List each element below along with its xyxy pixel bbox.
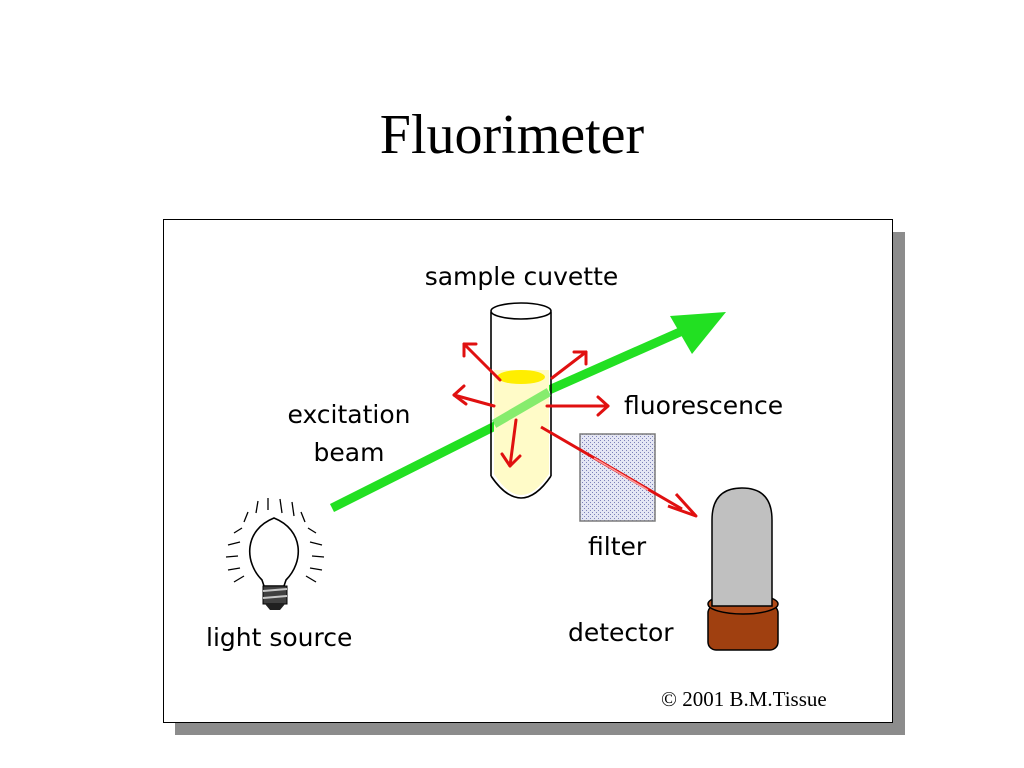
fluorescence-beam — [540, 425, 698, 518]
diagram-panel: sample cuvette excitation beam fluoresce… — [163, 219, 893, 723]
detector-label: detector — [568, 618, 674, 647]
fluorescence-arrows — [452, 342, 610, 468]
detector-icon — [707, 487, 779, 651]
light-source-label: light source — [206, 623, 353, 652]
fluorimeter-diagram — [225, 302, 779, 651]
copyright-notice: © 2001 B.M.Tissue — [661, 687, 827, 711]
excitation-label-line2: beam — [313, 438, 385, 467]
filter-label: filter — [588, 532, 647, 561]
sample-cuvette-label: sample cuvette — [424, 262, 619, 291]
excitation-label-line1: excitation — [287, 400, 411, 429]
excitation-beam-in-sample — [491, 388, 552, 428]
excitation-beam — [329, 312, 726, 513]
light-bulb-icon — [225, 498, 325, 610]
slide-title: Fluorimeter — [379, 104, 645, 166]
fluorescence-label: fluorescence — [624, 391, 784, 420]
filter-icon — [579, 433, 656, 522]
